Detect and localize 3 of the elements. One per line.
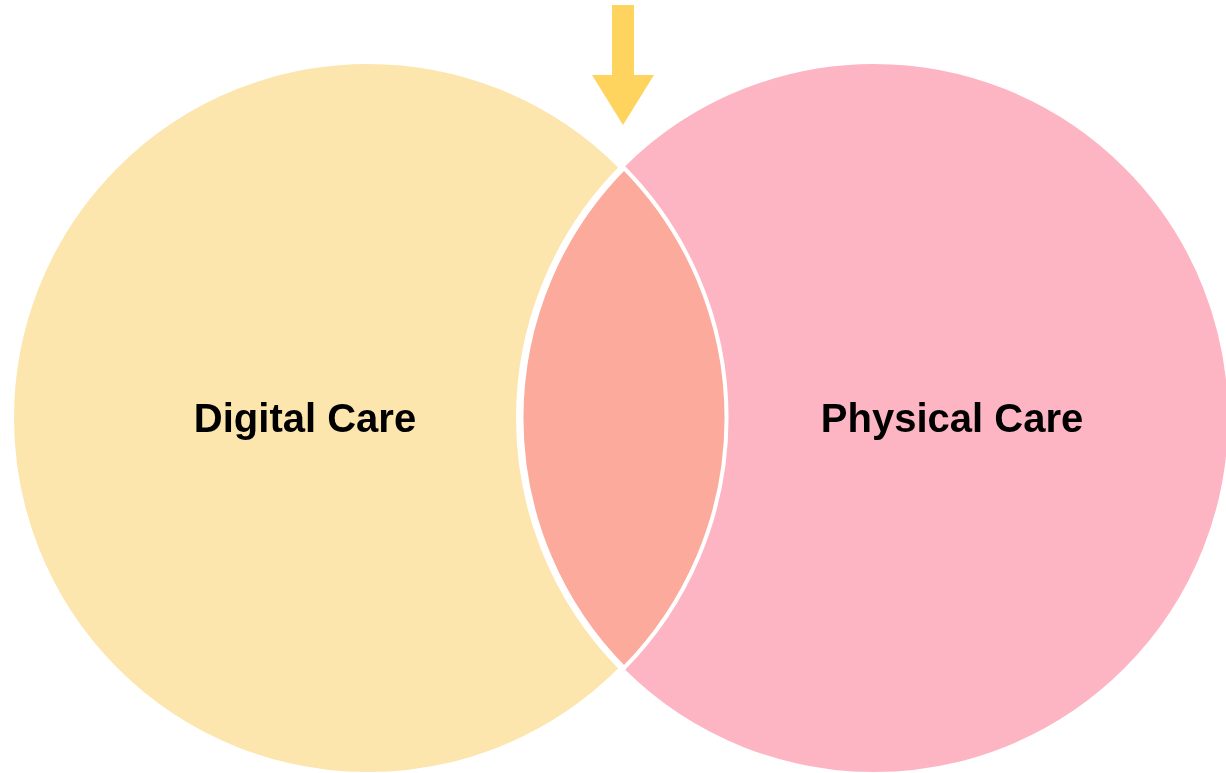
circle-label: Physical Care (820, 395, 1084, 441)
circle-label: Digital Care (193, 395, 417, 441)
arrow (592, 5, 654, 125)
